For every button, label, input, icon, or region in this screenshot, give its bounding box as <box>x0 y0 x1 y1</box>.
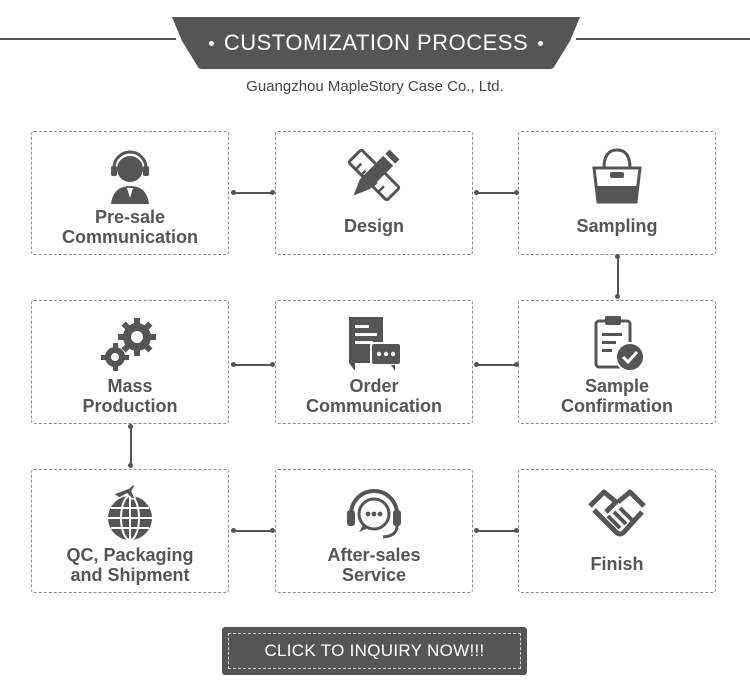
step-label-line1: QC, Packaging <box>66 545 194 565</box>
step-label: Design <box>276 216 472 236</box>
step-label-line1: Sampling <box>576 216 658 236</box>
connector-dot <box>270 362 275 367</box>
step-label-line2: and Shipment <box>70 565 190 585</box>
header-line-left <box>0 38 176 40</box>
connector-dot <box>128 424 133 429</box>
step-label-line2: Communication <box>61 227 198 247</box>
inquiry-button[interactable]: CLICK TO INQUIRY NOW!!! <box>222 627 527 675</box>
step-card-order-communication: Order Communication <box>275 300 473 424</box>
chat-document-icon <box>276 313 472 375</box>
globe-plane-icon <box>32 482 228 544</box>
handshake-icon <box>519 482 715 544</box>
connector-dot <box>474 362 479 367</box>
connector-dot <box>270 528 275 533</box>
step-card-finish: Finish <box>518 469 716 593</box>
step-label-line2: Communication <box>305 396 442 416</box>
page-title-text: CUSTOMIZATION PROCESS <box>223 30 529 55</box>
step-card-design: Design <box>275 131 473 255</box>
connector-5-4 <box>477 364 517 366</box>
connector-dot <box>514 528 519 533</box>
step-label-line2: Production <box>82 396 178 416</box>
step-card-after-sales-service: After-sales Service <box>275 469 473 593</box>
step-label-line1: Order <box>349 376 399 396</box>
step-label-line1: Pre-sale <box>94 207 166 227</box>
step-label: Sampling <box>519 216 715 236</box>
step-label-line1: Mass <box>107 376 153 396</box>
step-label: Mass Production <box>32 376 228 416</box>
connector-6-7 <box>130 426 132 467</box>
step-label: QC, Packaging and Shipment <box>32 545 228 585</box>
banner-shape <box>172 17 580 69</box>
clipboard-check-icon <box>519 313 715 375</box>
connector-dot <box>128 463 133 468</box>
step-card-sampling: Sampling <box>518 131 716 255</box>
step-label-line1: Design <box>343 216 404 236</box>
connector-dot <box>474 190 479 195</box>
title-dot-right <box>538 40 544 46</box>
step-label-line1: Finish <box>590 554 644 574</box>
connector-6-5 <box>233 364 273 366</box>
connector-dot <box>231 362 236 367</box>
connector-8-9 <box>477 530 517 532</box>
headset-chat-icon <box>276 482 472 544</box>
connector-1-2 <box>233 192 273 194</box>
gears-icon <box>32 313 228 375</box>
connector-2-3 <box>477 192 517 194</box>
customer-service-icon <box>32 144 228 206</box>
connector-dot <box>231 528 236 533</box>
step-label: Sample Confirmation <box>519 376 715 416</box>
inquiry-button-label: CLICK TO INQUIRY NOW!!! <box>228 633 521 669</box>
connector-dot <box>474 528 479 533</box>
step-label: Pre-sale Communication <box>32 207 228 247</box>
step-card-qc-packaging-shipment: QC, Packaging and Shipment <box>31 469 229 593</box>
step-label: Order Communication <box>276 376 472 416</box>
step-label: Finish <box>519 554 715 574</box>
connector-dot <box>514 362 519 367</box>
step-label: After-sales Service <box>276 545 472 585</box>
connector-dot <box>514 190 519 195</box>
connector-7-8 <box>233 530 273 532</box>
connector-dot <box>270 190 275 195</box>
title-banner: CUSTOMIZATION PROCESS <box>172 17 580 69</box>
step-card-sample-confirmation: Sample Confirmation <box>518 300 716 424</box>
step-label-line1: After-sales <box>327 545 421 565</box>
page-title: CUSTOMIZATION PROCESS <box>172 17 580 69</box>
handbag-icon <box>519 144 715 206</box>
connector-dot <box>615 254 620 259</box>
company-name: Guangzhou MapleStory Case Co., Ltd. <box>246 78 504 95</box>
connector-dot <box>231 190 236 195</box>
step-label-line1: Sample <box>584 376 650 396</box>
step-card-mass-production: Mass Production <box>31 300 229 424</box>
pencil-ruler-icon <box>276 144 472 206</box>
connector-3-4 <box>617 257 619 298</box>
step-card-pre-sale-communication: Pre-sale Communication <box>31 131 229 255</box>
connector-dot <box>615 294 620 299</box>
step-label-line2: Service <box>341 565 407 585</box>
step-label-line2: Confirmation <box>561 396 673 416</box>
title-dot-left <box>208 40 214 46</box>
header-line-right <box>576 38 750 40</box>
